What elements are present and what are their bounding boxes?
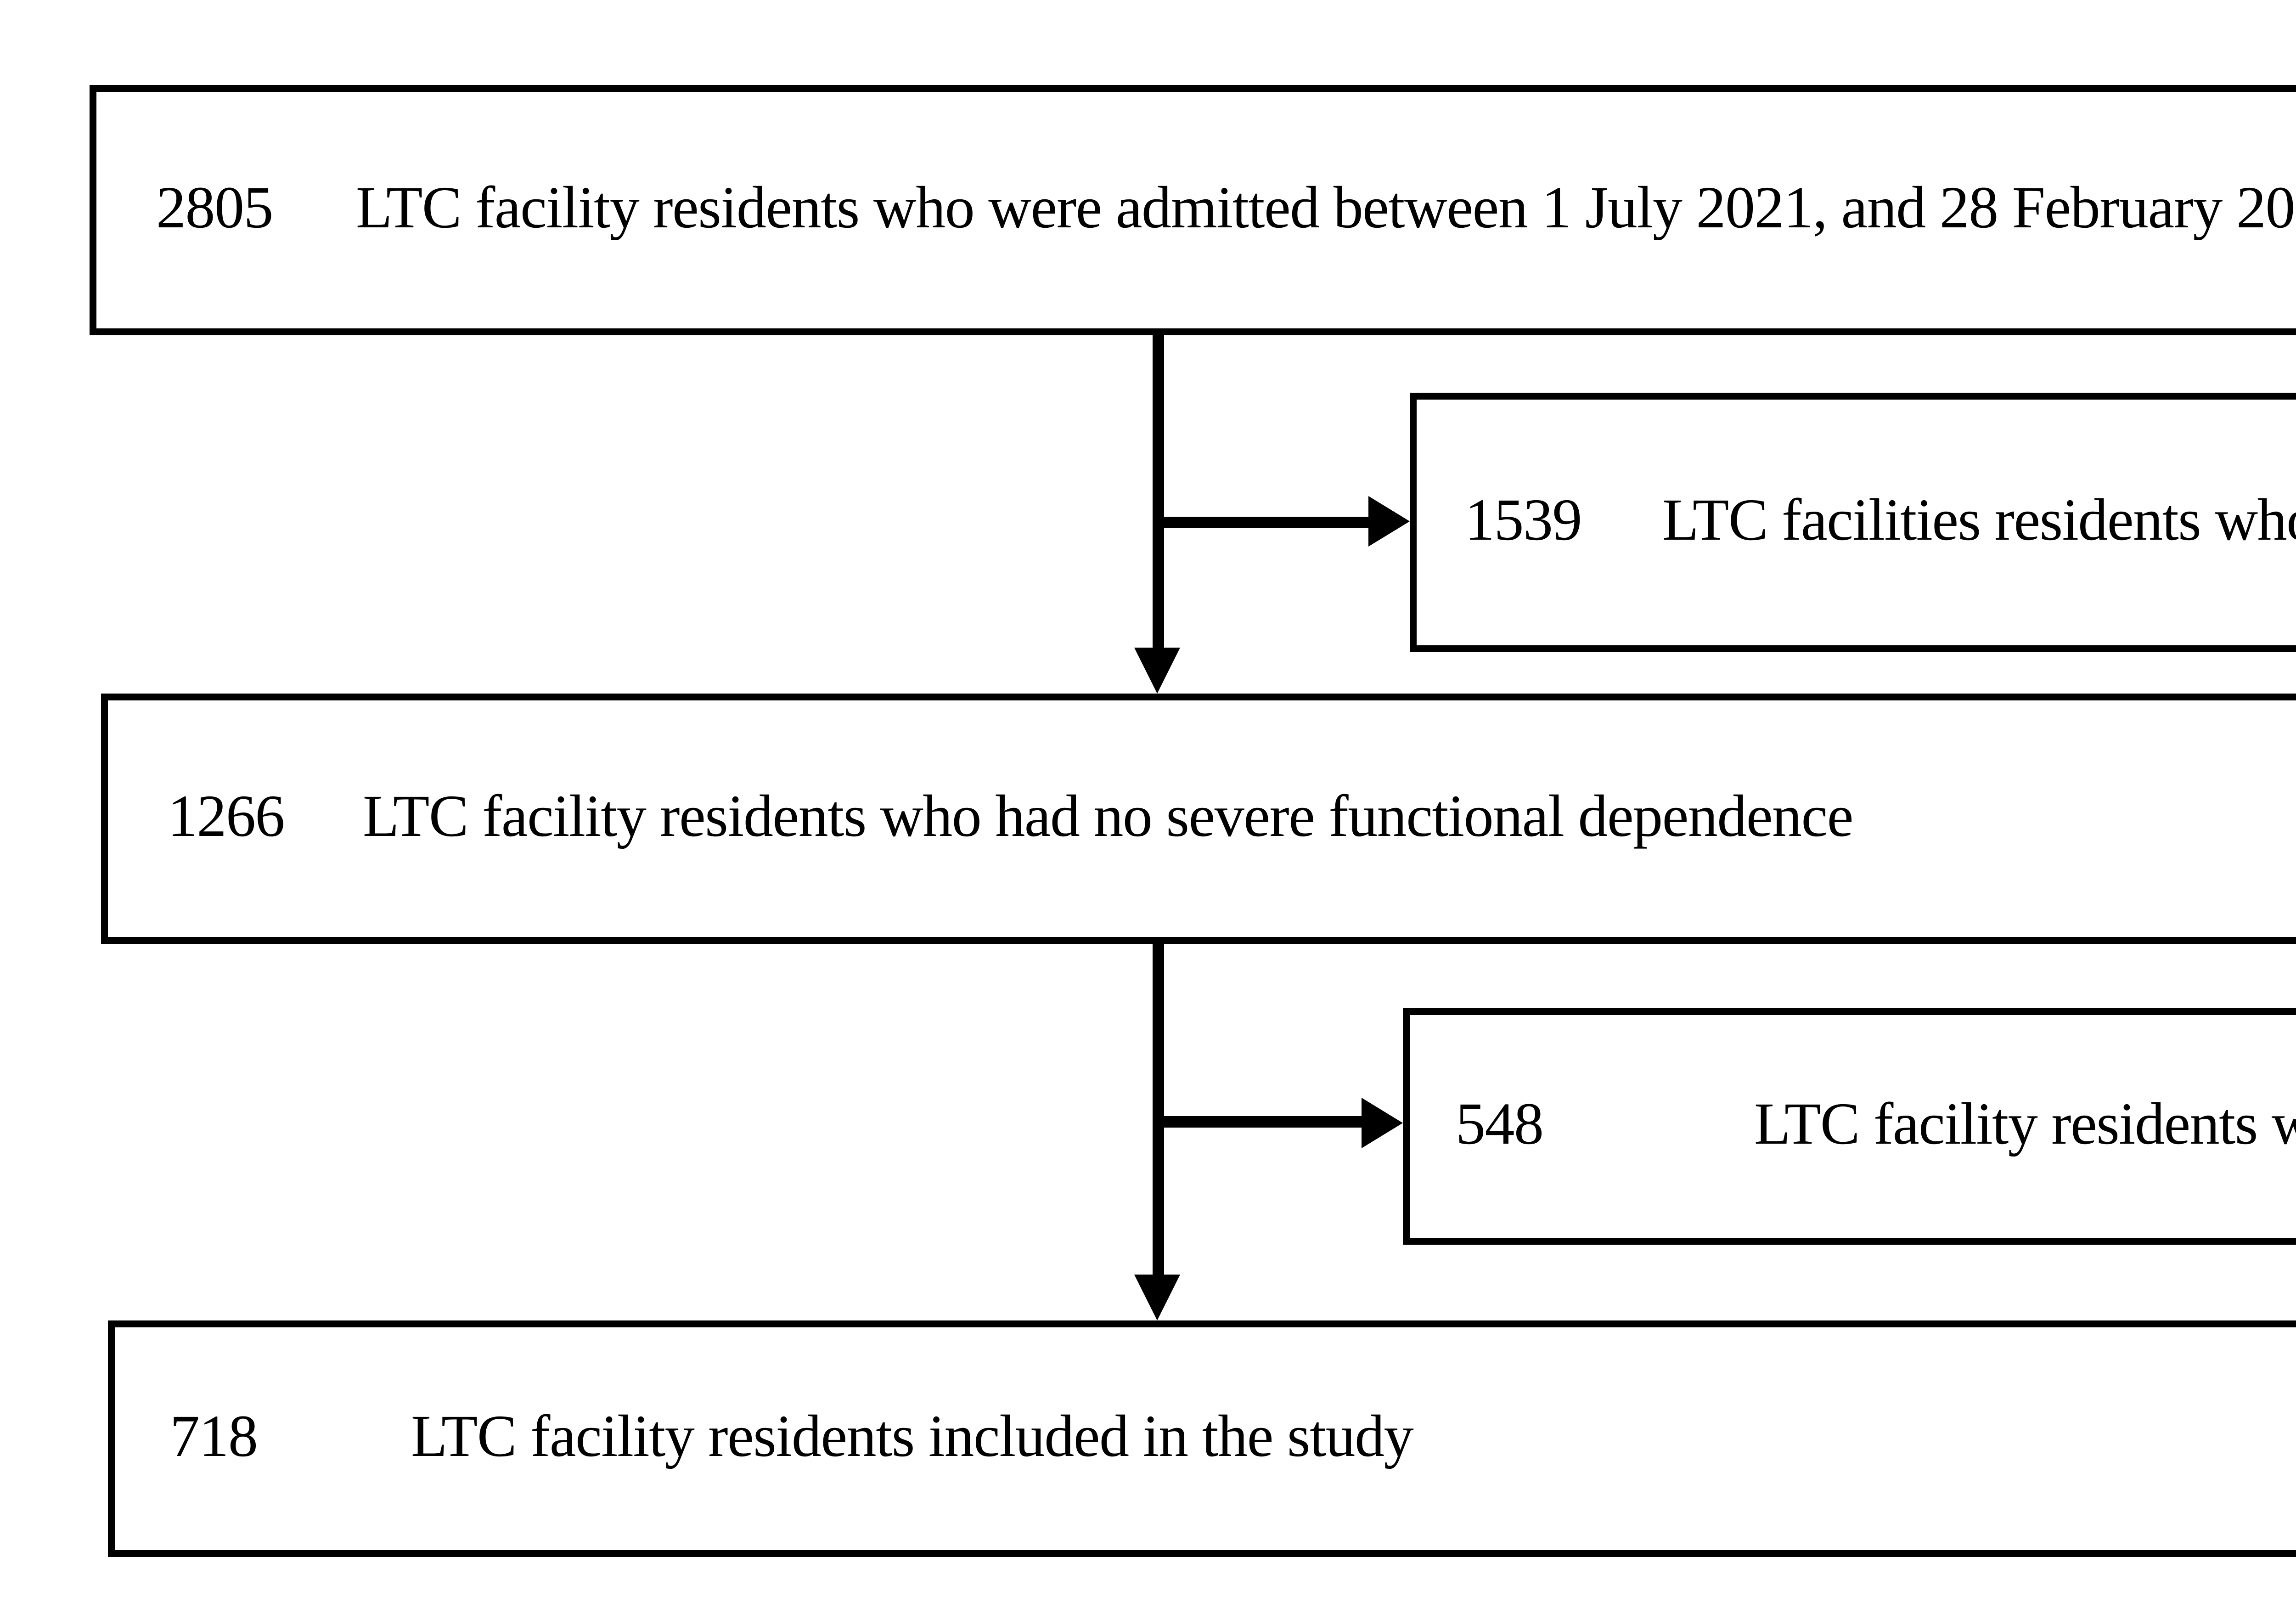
label-included: LTC facility residents included in the s… — [411, 1404, 1414, 1471]
label-admitted: LTC facility residents who were admitted… — [356, 175, 2296, 242]
flow-box-excluded-severe-dependence: 1539 LTC facilities residents who had se… — [1410, 393, 2296, 652]
count-included: 718 — [170, 1404, 258, 1471]
count-excluded-short-stay: 548 — [1456, 1091, 1544, 1158]
connector-vertical-2 — [1153, 944, 1164, 1277]
arrowhead-down-2-icon — [1134, 1275, 1180, 1320]
flow-box-admitted: 2805 LTC facility residents who were adm… — [90, 85, 2296, 335]
count-excluded-severe-dependence: 1539 — [1465, 487, 1582, 554]
count-no-severe-dependence: 1266 — [168, 784, 285, 851]
connector-branch-2 — [1153, 1116, 1366, 1128]
arrowhead-right-1-icon — [1368, 496, 1410, 547]
flow-box-no-severe-dependence: 1266 LTC facility residents who had no s… — [101, 694, 2296, 944]
connector-branch-1 — [1153, 517, 1373, 528]
label-excluded-severe-dependence: LTC facilities residents who had severe … — [1662, 487, 2296, 554]
flow-box-excluded-short-stay: 548 LTC facility residents with stay per… — [1403, 1008, 2296, 1245]
label-excluded-short-stay: LTC facility residents with stay periods… — [1754, 1091, 2296, 1158]
arrowhead-down-1-icon — [1134, 648, 1180, 694]
count-admitted: 2805 — [156, 175, 274, 242]
connector-vertical-1 — [1153, 335, 1164, 652]
label-no-severe-dependence: LTC facility residents who had no severe… — [363, 784, 1854, 851]
arrowhead-right-2-icon — [1362, 1098, 1403, 1148]
flow-box-included: 718 LTC facility residents included in t… — [108, 1320, 2296, 1557]
